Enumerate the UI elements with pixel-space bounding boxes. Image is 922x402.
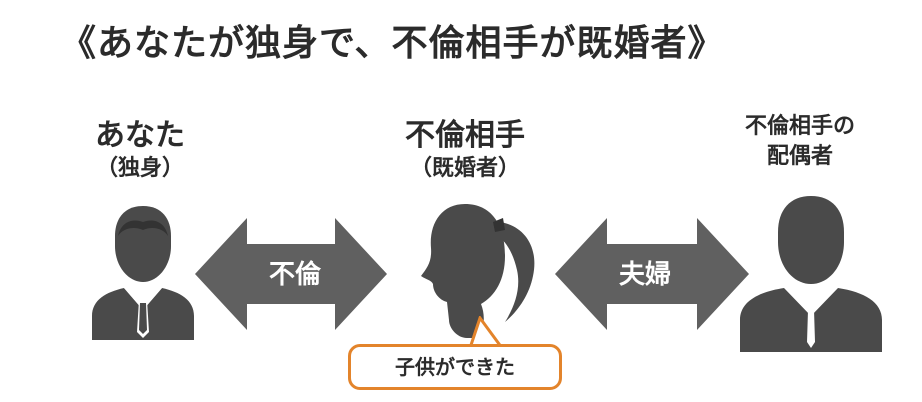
- you-figure-icon: [92, 206, 194, 340]
- partner-status: （既婚者）: [409, 156, 520, 181]
- partner-figure-icon: [421, 204, 535, 338]
- spouse-line2: 配偶者: [766, 144, 833, 169]
- callout-text: 子供ができた: [395, 355, 515, 379]
- affair-arrow: [195, 218, 387, 330]
- spouse-line1: 不倫相手の: [744, 114, 855, 139]
- marriage-arrow: [555, 218, 749, 330]
- partner-label: 不倫相手 （既婚者）: [360, 118, 570, 184]
- affair-label: 不倫: [268, 260, 321, 290]
- spouse-label: 不倫相手の 配偶者: [725, 112, 875, 172]
- spouse-figure-icon: [740, 196, 882, 352]
- you-label: あなた （独身）: [70, 118, 210, 184]
- you-name: あなた: [95, 118, 185, 153]
- marriage-label: 夫婦: [618, 260, 671, 290]
- you-status: （独身）: [95, 156, 184, 181]
- partner-name: 不倫相手: [405, 118, 525, 153]
- diagram-title: 《あなたが独身で、不倫相手が既婚者》: [60, 23, 725, 64]
- callout-bubble: 子供ができた: [348, 344, 562, 390]
